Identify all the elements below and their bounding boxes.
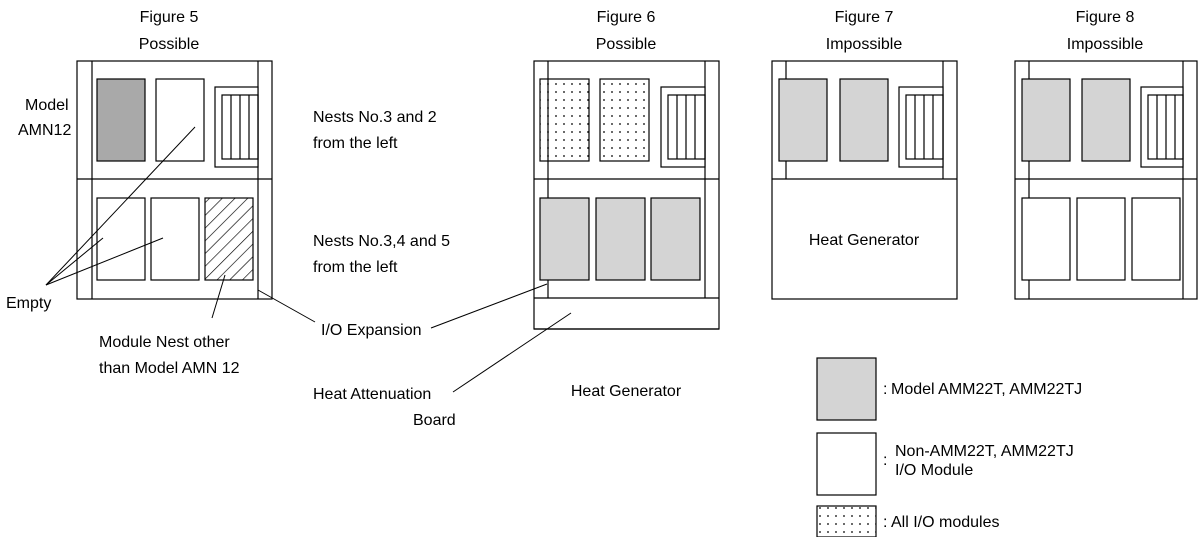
figure-5-verdict: Possible [139, 36, 200, 53]
heat-generator-fig6-label: Heat Generator [571, 383, 682, 400]
module-nest-label-line1: Module Nest other [99, 334, 230, 351]
legend-item-white: : Non-AMM22T, AMM22TJ I/O Module [816, 432, 1074, 496]
white-module-3 [1131, 197, 1181, 281]
figure-6: Figure 6 Possible Heat Generator [533, 9, 720, 400]
figure-8-title: Figure 8 [1076, 9, 1135, 26]
gray-module-1 [778, 78, 828, 162]
module-nest-label-line2: than Model AMN 12 [99, 360, 240, 377]
heat-attenuation-label-line1: Heat Attenuation [313, 386, 431, 403]
gray-filled-box-icon [816, 357, 877, 421]
heat-attenuation-leader [452, 312, 572, 393]
connector-icon [660, 86, 706, 168]
nests-top-label-line2: from the left [313, 135, 398, 152]
white-module-1 [1021, 197, 1071, 281]
figure-5: Figure 5 Possible Model AMN12 Empty Modu… [6, 9, 316, 377]
gray-module-2 [839, 78, 889, 162]
nests-mid-label-line2: from the left [313, 259, 398, 276]
model-amn12-label-line1: Model [25, 97, 69, 114]
heat-generator-fig7-label: Heat Generator [809, 232, 920, 249]
heat-attenuation-label-line2: Board [413, 412, 456, 429]
legend-gray-text: Model AMM22T, AMM22TJ [891, 381, 1082, 398]
white-module-2 [1076, 197, 1126, 281]
dotted-box-icon [816, 505, 877, 537]
gray-module-1 [1021, 78, 1071, 162]
module-nest-hatched [204, 197, 254, 281]
gray-module-2 [595, 197, 646, 281]
legend-dotted-prefix: : [883, 514, 887, 531]
io-expansion-label: I/O Expansion [321, 322, 422, 339]
figure-8: Figure 8 Impossible [1014, 9, 1198, 300]
empty-label: Empty [6, 295, 51, 312]
empty-nest-bottom-1 [96, 197, 146, 281]
nests-top-label-line1: Nests No.3 and 2 [313, 109, 437, 126]
legend-white-prefix: : [883, 452, 887, 469]
nests-mid-label-line1: Nests No.3,4 and 5 [313, 233, 450, 250]
connector-icon [1140, 86, 1184, 168]
figure-7: Figure 7 Impossible Heat Generator [771, 9, 958, 300]
gray-module-3 [650, 197, 701, 281]
legend-gray-prefix: : [883, 381, 887, 398]
legend-white-text-line2: I/O Module [895, 462, 973, 479]
model-amn12-label-line2: AMN12 [18, 122, 71, 139]
empty-nest-top [155, 78, 205, 162]
figure-6-title: Figure 6 [597, 9, 656, 26]
gray-module-2 [1081, 78, 1131, 162]
connector-icon [898, 86, 944, 168]
figure-7-title: Figure 7 [835, 9, 894, 26]
legend-white-text-line1: Non-AMM22T, AMM22TJ [895, 443, 1074, 460]
amn12-module [96, 78, 146, 162]
legend-item-gray: : Model AMM22T, AMM22TJ [816, 357, 1082, 421]
figure-8-verdict: Impossible [1067, 36, 1144, 53]
white-empty-box-icon [816, 432, 877, 496]
figure-7-verdict: Impossible [826, 36, 903, 53]
gray-module-1 [539, 197, 590, 281]
empty-leader-1 [45, 237, 104, 286]
module-nest-leader [211, 274, 226, 319]
dotted-module-2 [599, 78, 650, 162]
figure-5-title: Figure 5 [140, 9, 199, 26]
connector-icon [214, 86, 259, 168]
legend-item-dotted: : All I/O modules [816, 505, 999, 537]
figure-6-verdict: Possible [596, 36, 657, 53]
legend-dotted-text: All I/O modules [891, 514, 999, 531]
empty-leader-3 [45, 126, 196, 286]
empty-leader-2 [45, 237, 164, 286]
dotted-module-1 [539, 78, 590, 162]
legend: : Model AMM22T, AMM22TJ : Non-AMM22T, AM… [816, 357, 1082, 537]
io-expansion-leader-fig5 [257, 289, 316, 323]
empty-nest-bottom-2 [150, 197, 200, 281]
io-expansion-leader-fig6 [430, 283, 548, 329]
